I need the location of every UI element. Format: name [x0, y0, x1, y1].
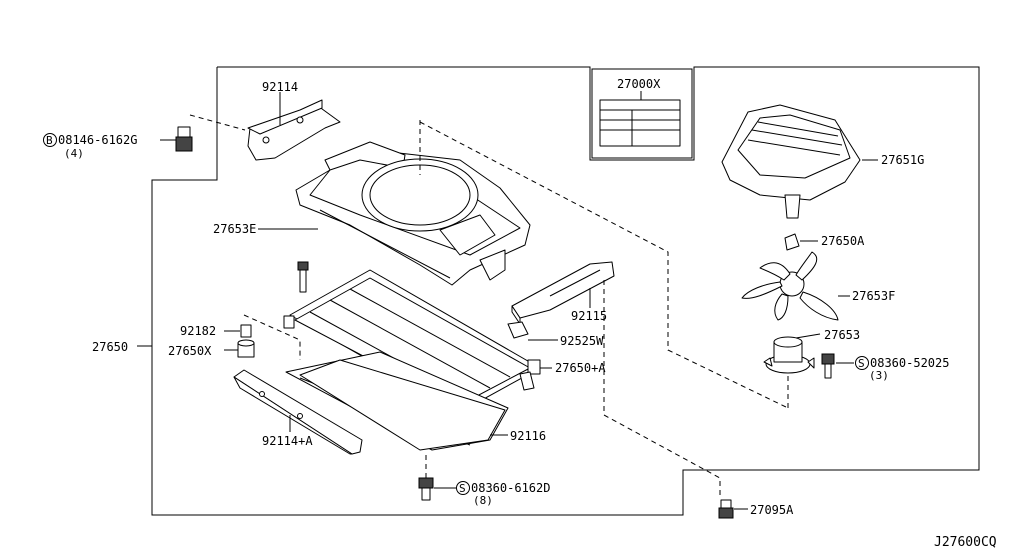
callout-92114-plus-a: 92114+A [262, 434, 313, 448]
callout-92116: 92116 [510, 429, 546, 443]
callout-92182: 92182 [180, 324, 216, 338]
callout-27651g: 27651G [881, 153, 924, 167]
callout-27000x: 27000X [617, 77, 661, 91]
svg-text:(3): (3) [869, 369, 889, 382]
callout-08360-6162d: S 08360-6162D (8) [456, 481, 550, 507]
caution-label-part[interactable]: 27000X [591, 68, 693, 159]
bolt-08146[interactable] [160, 114, 246, 152]
bracket-92114[interactable]: 92114 [247, 80, 341, 161]
motor-cover-27651g[interactable]: 27651G [721, 104, 924, 219]
callout-27650x: 27650X [168, 344, 212, 358]
callout-27650-plus-a: 27650+A [555, 361, 606, 375]
diagram-code: J27600CQ [934, 535, 997, 550]
callout-27650: 27650 [92, 340, 128, 354]
stud-upper[interactable] [297, 261, 309, 293]
screw-08360-6162d[interactable] [418, 455, 456, 501]
svg-text:(4): (4) [64, 147, 84, 160]
callout-92525w: 92525W [560, 334, 604, 348]
clip-27095a[interactable]: 27095A [718, 499, 794, 519]
svg-text:(8): (8) [473, 494, 493, 507]
mount-27650x[interactable]: 27650X [168, 339, 255, 358]
svg-text:S: S [459, 482, 466, 495]
fan-blade-27653f[interactable]: 27653F [741, 251, 895, 321]
callout-27650a: 27650A [821, 234, 865, 248]
bracket-92115[interactable]: 92115 [511, 261, 615, 325]
fan-motor-27653[interactable]: 27653 [763, 328, 860, 374]
fan-shroud-27653e[interactable]: 27653E [213, 141, 531, 286]
callout-27653f: 27653F [852, 289, 895, 303]
nut-27650a[interactable]: 27650A [784, 233, 865, 251]
svg-text:08146-6162G: 08146-6162G [58, 133, 137, 147]
callout-92115: 92115 [571, 309, 607, 323]
callout-27095a: 27095A [750, 503, 794, 517]
callout-92114: 92114 [262, 80, 298, 94]
bracket-92114-plus-a[interactable]: 92114+A [233, 369, 363, 455]
callout-27653e: 27653E [213, 222, 256, 236]
svg-text:S: S [858, 357, 865, 370]
callout-08146: B 08146-6162G (4) [43, 133, 137, 160]
clip-92525w[interactable]: 92525W [507, 321, 604, 348]
grommet-92182[interactable]: 92182 [180, 324, 252, 338]
bolt-prefix-symbol: B [46, 134, 53, 147]
svg-text:08360-6162D: 08360-6162D [471, 481, 550, 495]
callout-27653: 27653 [824, 328, 860, 342]
seal-92116[interactable]: 92116 [299, 359, 546, 451]
svg-text:08360-52025: 08360-52025 [870, 356, 949, 370]
screw-08360-52025[interactable] [821, 353, 854, 379]
callout-08360-52025: S 08360-52025 (3) [855, 356, 949, 382]
group-frame [151, 66, 980, 516]
